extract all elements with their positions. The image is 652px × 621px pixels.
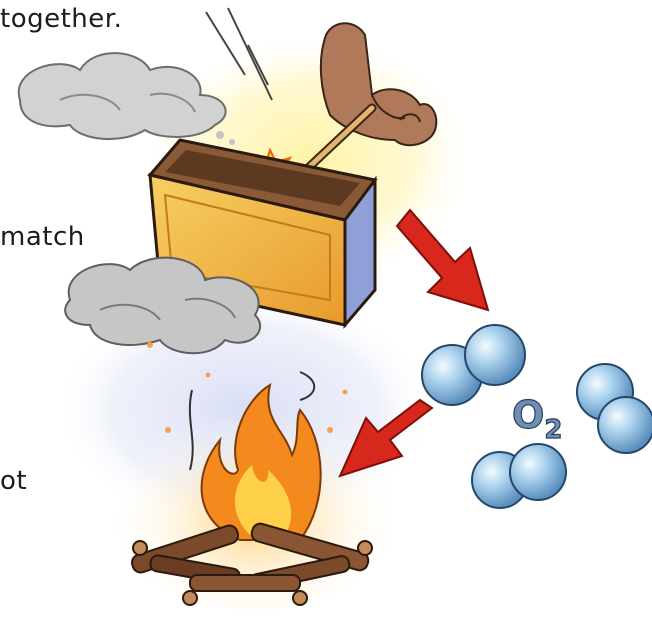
oxygen-label-subscript: 2 [544, 415, 562, 445]
oxygen-molecule-bottom [472, 444, 566, 508]
oxygen-molecule-right [577, 364, 652, 453]
oxygen-molecule-top-left [422, 325, 525, 405]
oxygen-label: O2 [512, 393, 562, 445]
oxygen-label-main: O [512, 393, 544, 437]
